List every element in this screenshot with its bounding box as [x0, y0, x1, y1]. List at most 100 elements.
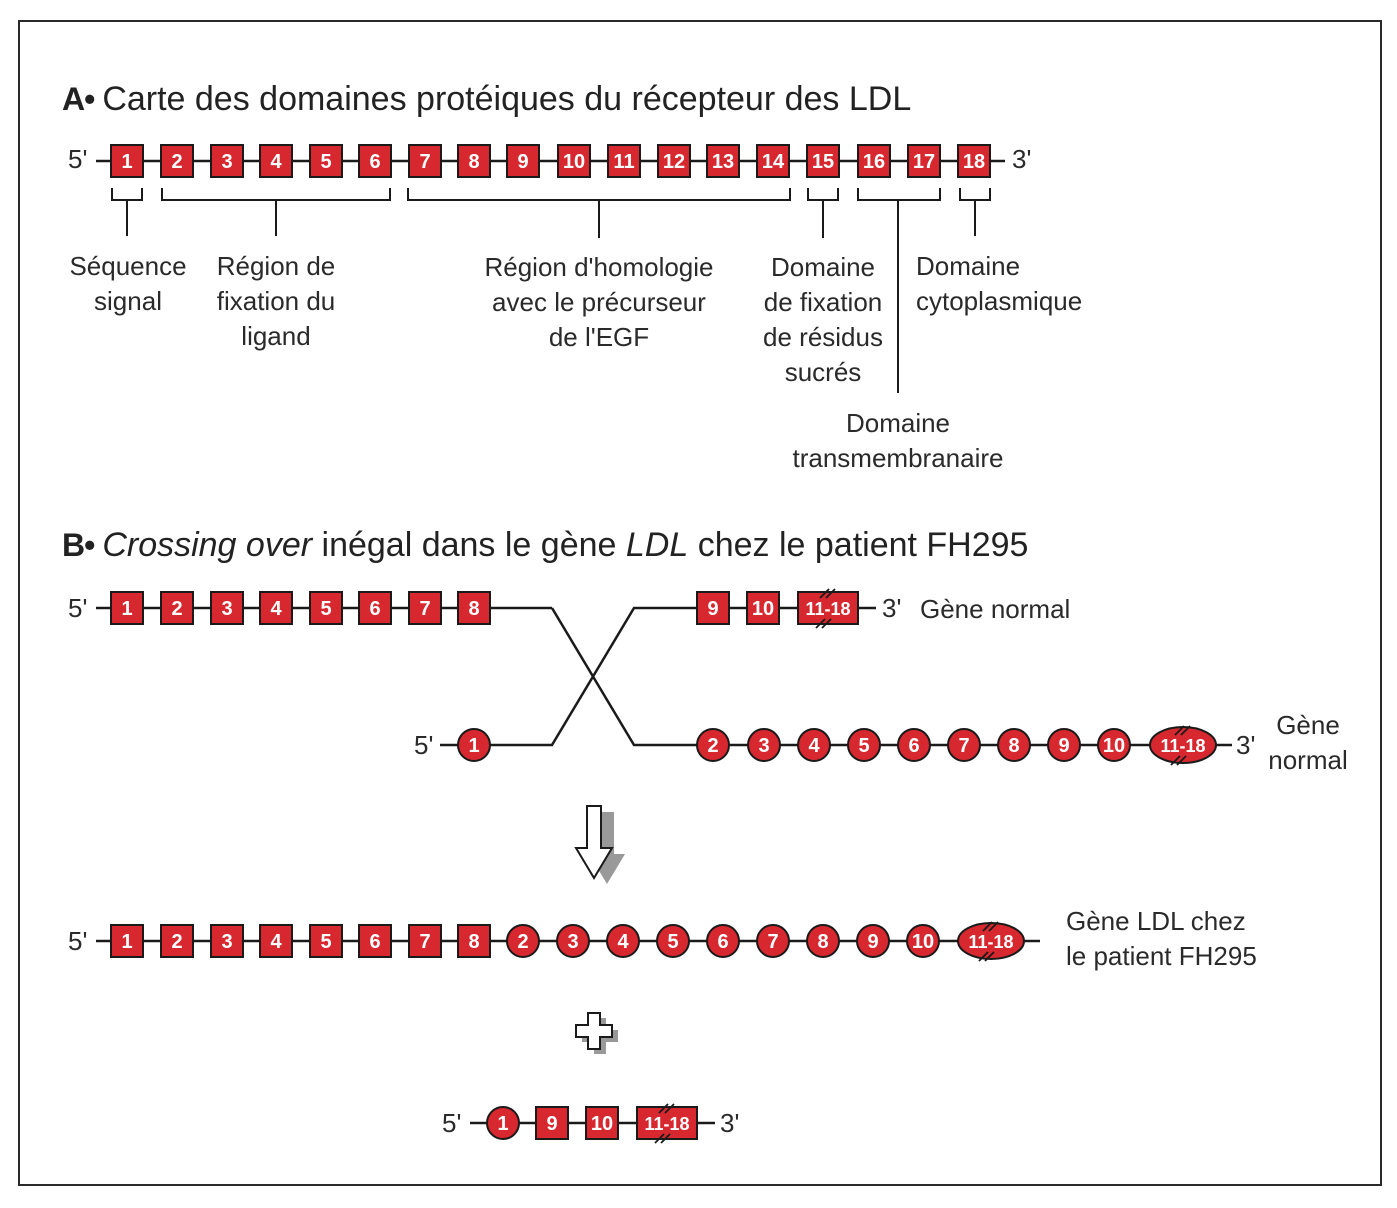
cytoplasmic-label: Domaine cytoplasmique	[916, 251, 1083, 316]
exon-square	[756, 144, 790, 178]
exon-label: 9	[517, 151, 528, 173]
exon-label: 7	[419, 931, 430, 953]
ligand-binding-label: Région de fixation du ligand	[216, 251, 336, 351]
exon-square	[160, 144, 194, 178]
ligand-bracket	[161, 188, 391, 201]
exon-label: 11-18	[968, 932, 1013, 952]
exon-square	[706, 144, 740, 178]
exon-circle	[556, 924, 590, 958]
exon-label: 9	[546, 1113, 557, 1135]
exon-square	[535, 1106, 569, 1140]
a-five-prime: 5'	[68, 144, 88, 174]
exon-label: 10	[912, 931, 934, 953]
exon-label: 6	[369, 151, 380, 173]
exon-circle	[897, 728, 931, 762]
exon-circle	[847, 728, 881, 762]
exon-label: 3	[221, 931, 232, 953]
panel-b-title: B•Crossing over inégal dans le gène LDL …	[62, 526, 1029, 564]
exon-square	[309, 144, 343, 178]
figure-frame	[18, 20, 1382, 1186]
exon-label: 6	[717, 931, 728, 953]
exon-circle	[806, 924, 840, 958]
exon-label: 10	[752, 598, 774, 620]
exon-circle	[906, 924, 940, 958]
crossover-line	[440, 606, 876, 747]
exon-square	[309, 591, 343, 625]
exon-circle	[606, 924, 640, 958]
exon-circle	[1047, 728, 1081, 762]
exon-label: 2	[517, 931, 528, 953]
exon-square	[110, 144, 144, 178]
exon-square	[457, 591, 491, 625]
exon-label: 8	[1008, 735, 1019, 757]
exon-square	[657, 144, 691, 178]
sugar-binding-label: Domaine de fixation de résidus sucrés	[763, 252, 883, 387]
exon-square	[907, 144, 941, 178]
exon-label: 14	[762, 151, 785, 173]
signal-sequence-label: Séquence signal	[69, 251, 187, 316]
exon-label: 6	[908, 735, 919, 757]
exon-label: 1	[121, 931, 132, 953]
exon-square	[636, 1106, 698, 1140]
exon-label: 3	[221, 151, 232, 173]
transmembrane-bracket	[857, 188, 941, 201]
exon-square	[557, 144, 591, 178]
exon-square	[110, 924, 144, 958]
panel-a-title-text: Carte des domaines protéiques du récepte…	[102, 80, 912, 118]
exon-circle	[1097, 728, 1131, 762]
exon-square	[408, 144, 442, 178]
exon-label: 8	[468, 151, 479, 173]
exon-circle	[486, 1106, 520, 1140]
row2-gene-label: Gène normal	[1268, 710, 1348, 775]
exon-label: 4	[808, 735, 820, 757]
exon-label: 5	[858, 735, 869, 757]
exon-circle	[947, 728, 981, 762]
truncation-mark	[978, 921, 999, 962]
exon-square	[259, 924, 293, 958]
product-three-prime: 3'	[720, 1108, 740, 1138]
exon-circle	[656, 924, 690, 958]
exon-label: 13	[712, 151, 734, 173]
exon-label: 7	[419, 151, 430, 173]
exon-square	[957, 144, 991, 178]
exon-square	[358, 144, 392, 178]
exon-square	[259, 591, 293, 625]
exon-label: 2	[171, 151, 182, 173]
exon-circle	[696, 728, 730, 762]
exon-circle	[797, 728, 831, 762]
exon-label: 16	[863, 151, 885, 173]
exon-label: 9	[1058, 735, 1069, 757]
exon-label: 5	[667, 931, 678, 953]
exon-label: 11-18	[805, 599, 850, 619]
row1-five-prime: 5'	[68, 593, 88, 623]
truncation-mark	[1170, 725, 1191, 766]
exon-label: 6	[369, 931, 380, 953]
exon-square	[457, 144, 491, 178]
exon-square	[806, 144, 840, 178]
exon-circle	[506, 924, 540, 958]
row2-three-prime: 3'	[1236, 730, 1256, 760]
exon-square	[358, 924, 392, 958]
exon-label: 5	[320, 931, 331, 953]
exon-label: 17	[913, 151, 935, 173]
a-three-prime: 3'	[1012, 144, 1032, 174]
plus-icon	[575, 1012, 613, 1050]
crossover-line	[550, 607, 1232, 747]
exon-circle	[457, 728, 491, 762]
exon-label: 4	[617, 931, 629, 953]
transmembrane-label: Domaine transmembranaire	[792, 408, 1004, 473]
exon-label: 9	[707, 598, 718, 620]
patient-gene-label: Gène LDL chez le patient FH295	[1066, 906, 1257, 971]
exon-label: 7	[958, 735, 969, 757]
sugar-bracket	[807, 188, 839, 201]
exon-label: 12	[663, 151, 685, 173]
exon-square	[746, 591, 780, 625]
exon-label: 2	[707, 735, 718, 757]
truncation-mark	[815, 588, 836, 629]
result-five-prime: 5'	[68, 926, 88, 956]
exon-label: 4	[270, 151, 282, 173]
exon-square	[408, 591, 442, 625]
exon-circle	[997, 728, 1031, 762]
exon-label: 9	[867, 931, 878, 953]
